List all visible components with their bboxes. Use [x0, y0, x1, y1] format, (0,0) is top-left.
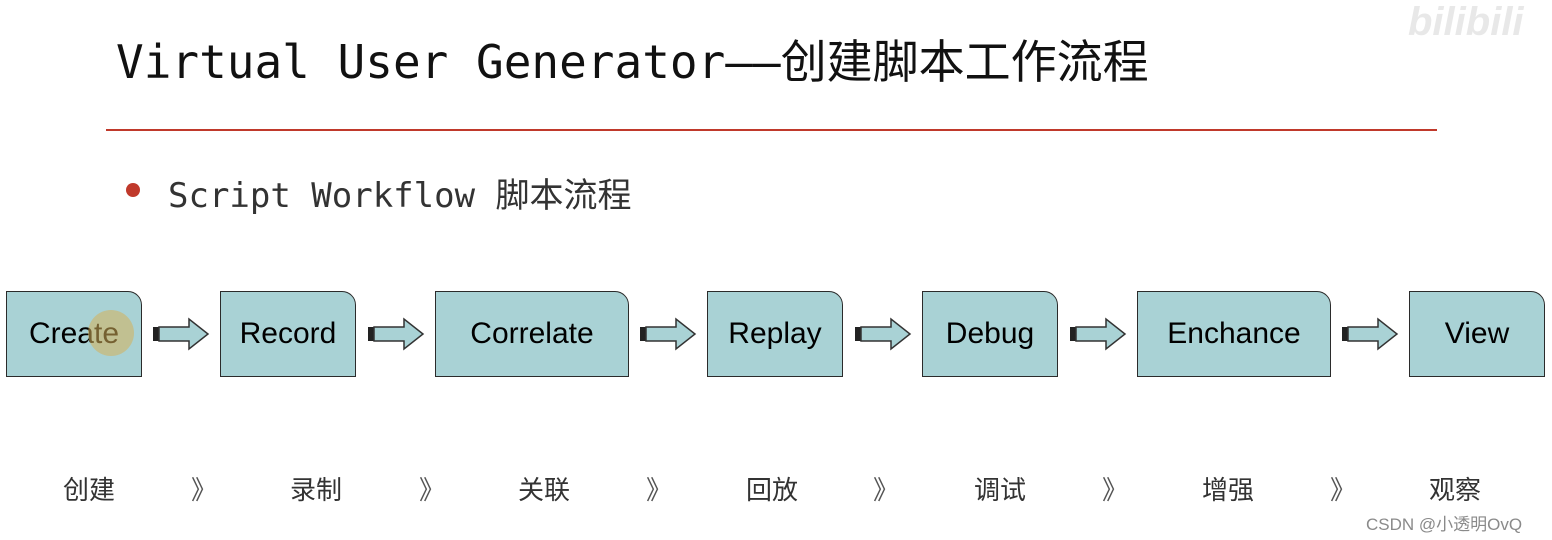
bullet-text: Script Workflow 脚本流程 — [168, 176, 632, 216]
step-label: Record — [239, 317, 337, 350]
arrow-right-icon — [1342, 317, 1399, 351]
step-record-box: Record — [220, 291, 356, 377]
step-label: Enchance — [1167, 317, 1301, 350]
step-label: View — [1444, 317, 1510, 350]
step-cn-label: 回放 — [745, 476, 799, 506]
step-cn-label: 观察 — [1428, 476, 1482, 506]
bilibili-watermark: bilibili — [1408, 0, 1524, 44]
title-divider — [106, 129, 1437, 131]
step-label: Replay — [728, 317, 822, 350]
step-cn-label: 创建 — [62, 476, 116, 506]
arrow-right-icon — [855, 317, 912, 351]
separator-icon: 》 — [872, 476, 900, 506]
separator-icon: 》 — [418, 476, 446, 506]
step-label: Correlate — [470, 317, 594, 350]
slide-title: Virtual User Generator——创建脚本工作流程 — [116, 35, 1149, 89]
separator-icon: 》 — [190, 476, 218, 506]
step-correlate-box: Correlate — [435, 291, 629, 377]
arrow-right-icon — [368, 317, 425, 351]
csdn-credit: CSDN @小透明OvQ — [1366, 515, 1523, 534]
step-cn-label: 录制 — [289, 476, 343, 506]
step-view-box: View — [1409, 291, 1545, 377]
bullet-icon — [126, 183, 140, 197]
separator-icon: 》 — [1101, 476, 1129, 506]
separator-icon: 》 — [645, 476, 673, 506]
arrow-right-icon — [640, 317, 697, 351]
separator-icon: 》 — [1329, 476, 1357, 506]
arrow-right-icon — [1070, 317, 1127, 351]
arrow-right-icon — [153, 317, 210, 351]
step-debug-box: Debug — [922, 291, 1058, 377]
step-cn-label: 调试 — [973, 476, 1027, 506]
cursor-highlight-icon — [88, 310, 134, 356]
step-replay-box: Replay — [707, 291, 843, 377]
step-enchance-box: Enchance — [1137, 291, 1331, 377]
step-cn-label: 增强 — [1201, 476, 1255, 506]
step-label: Debug — [945, 317, 1035, 350]
step-cn-label: 关联 — [517, 476, 571, 506]
